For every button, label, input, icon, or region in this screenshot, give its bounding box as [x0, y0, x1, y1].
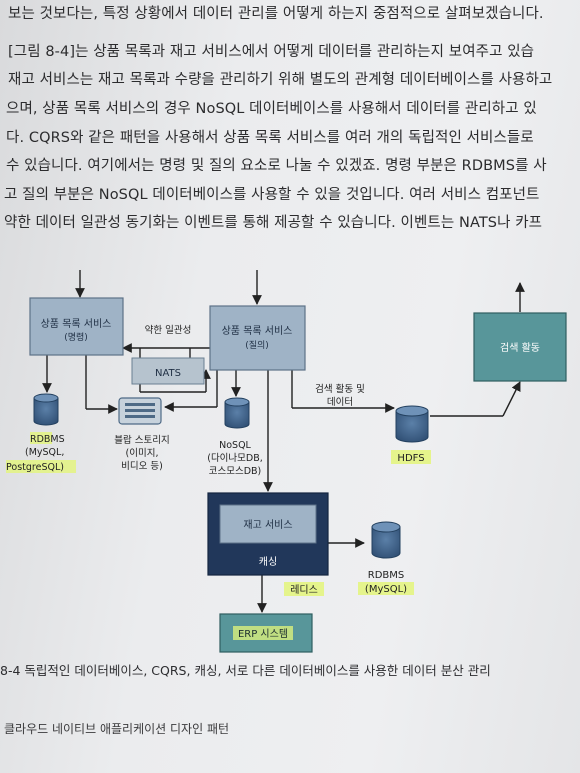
body-line: 재고 서비스는 재고 목록과 수량을 관리하기 위해 별도의 관계형 데이터베이… — [8, 72, 553, 88]
nosql-label-3: 코스모스DB) — [209, 466, 262, 477]
hdfs-database-icon — [395, 405, 429, 443]
nats-label: NATS — [155, 368, 181, 379]
catalog-query-label: 상품 목록 서비스 — [222, 325, 293, 337]
search-data-label: 검색 활동 및 — [315, 383, 365, 395]
body-line: 다. CQRS와 같은 패턴을 사용해서 상품 목록 서비스를 여러 개의 독립… — [6, 130, 534, 146]
body-line: 약한 데이터 일관성 동기화는 이벤트를 통해 제공할 수 있습니다. 이벤트는… — [4, 215, 543, 231]
body-line: 으며, 상품 목록 서비스의 경우 NoSQL 데이터베이스를 사용해서 데이터… — [6, 101, 537, 117]
highlight-mark — [391, 450, 431, 464]
figure-caption: 8-4 독립적인 데이터베이스, CQRS, 캐싱, 서로 다른 데이터베이스를… — [0, 663, 491, 678]
catalog-query-service: 상품 목록 서비스 (질의) — [209, 305, 306, 371]
connectors — [42, 270, 525, 613]
search-label: 검색 활동 — [500, 341, 540, 354]
nosql-label-2: (다이나모DB, — [207, 453, 263, 464]
search-data-label-2: 데이터 — [327, 397, 353, 408]
rdbms-right-database-icon — [371, 521, 401, 559]
highlight-mark — [30, 432, 52, 444]
highlight-mark — [358, 582, 414, 595]
search-box: 검색 활동 — [473, 312, 567, 382]
architecture-diagram: 상품 목록 서비스 (명령) 약한 일관성 NATS 상품 목록 서비스 (질의… — [6, 270, 567, 653]
inventory-label: 재고 서비스 — [243, 519, 292, 531]
body-line: 고 질의 부분은 NoSQL 데이터베이스를 사용할 수 있을 것입니다. 여러… — [4, 187, 540, 203]
catalog-query-sub: (질의) — [245, 339, 269, 351]
nosql-database-icon — [224, 397, 250, 429]
nosql-label: NoSQL — [219, 440, 251, 451]
blob-storage-label-2: (이미지, — [126, 448, 159, 459]
body-line: 보는 것보다는, 특정 상황에서 데이터 관리를 어떻게 하는지 중점적으로 살… — [8, 6, 544, 22]
inventory-service: 재고 서비스 캐싱 — [207, 492, 329, 576]
blob-storage-icon — [118, 397, 162, 425]
catalog-command-service: 상품 목록 서비스 (명령) — [29, 297, 124, 356]
erp-label: ERP 시스템 — [238, 628, 288, 640]
weak-consistency-label: 약한 일관성 — [145, 324, 192, 336]
rdbms-left-label: RDBMS — [30, 434, 65, 445]
redis-label: 레디스 — [290, 584, 318, 596]
erp-system-box: ERP 시스템 — [219, 613, 313, 653]
cache-label: 캐싱 — [259, 556, 277, 568]
nats-box: NATS — [131, 357, 205, 385]
page-footer: 클라우드 네이티브 애플리케이션 디자인 패턴 — [4, 722, 230, 736]
rdbms-left-database-icon — [33, 393, 59, 426]
body-line: [그림 8-4]는 상품 목록과 재고 서비스에서 어떻게 데이터를 관리하는지… — [8, 44, 535, 60]
hdfs-label: HDFS — [397, 453, 424, 464]
body-line: 수 있습니다. 여기에서는 명령 및 질의 요소로 나눌 수 있겠죠. 명령 부… — [6, 158, 547, 174]
highlight-mark — [284, 582, 324, 596]
blob-storage-label-3: 비디오 등) — [121, 461, 163, 472]
rdbms-left-label-3: PostgreSQL) — [6, 462, 64, 473]
catalog-command-label: 상품 목록 서비스 — [41, 318, 112, 330]
rdbms-left-label-2: (MySQL, — [25, 447, 64, 458]
highlight-mark — [6, 460, 76, 473]
catalog-command-sub: (명령) — [64, 331, 88, 343]
rdbms-right-label: RDBMS — [368, 570, 404, 581]
rdbms-right-label-2: (MySQL) — [365, 584, 407, 595]
blob-storage-label: 블랍 스토리지 — [114, 434, 169, 446]
